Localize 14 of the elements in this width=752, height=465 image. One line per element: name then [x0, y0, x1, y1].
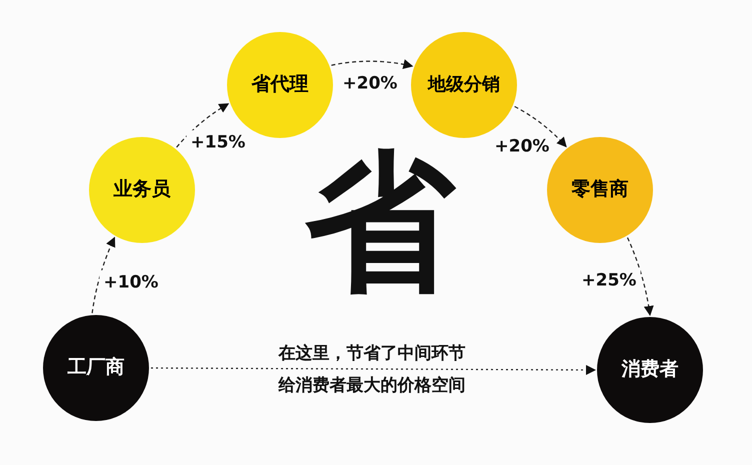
node-label: 省代理	[252, 73, 308, 97]
arrow	[331, 59, 414, 70]
big-character: 省	[304, 148, 458, 298]
node-label: 业务员	[114, 178, 170, 202]
arrow	[151, 364, 596, 375]
node-label: 零售商	[572, 178, 628, 202]
node-label: 工厂商	[68, 356, 124, 380]
arrow	[176, 103, 230, 148]
node-label: 地级分销	[428, 74, 500, 96]
arrow	[514, 106, 567, 148]
arrow	[92, 236, 116, 314]
caption-text: 给消费者最大的价格空间	[278, 374, 466, 398]
arrow	[626, 237, 654, 316]
node-label: 消费者	[622, 358, 678, 382]
